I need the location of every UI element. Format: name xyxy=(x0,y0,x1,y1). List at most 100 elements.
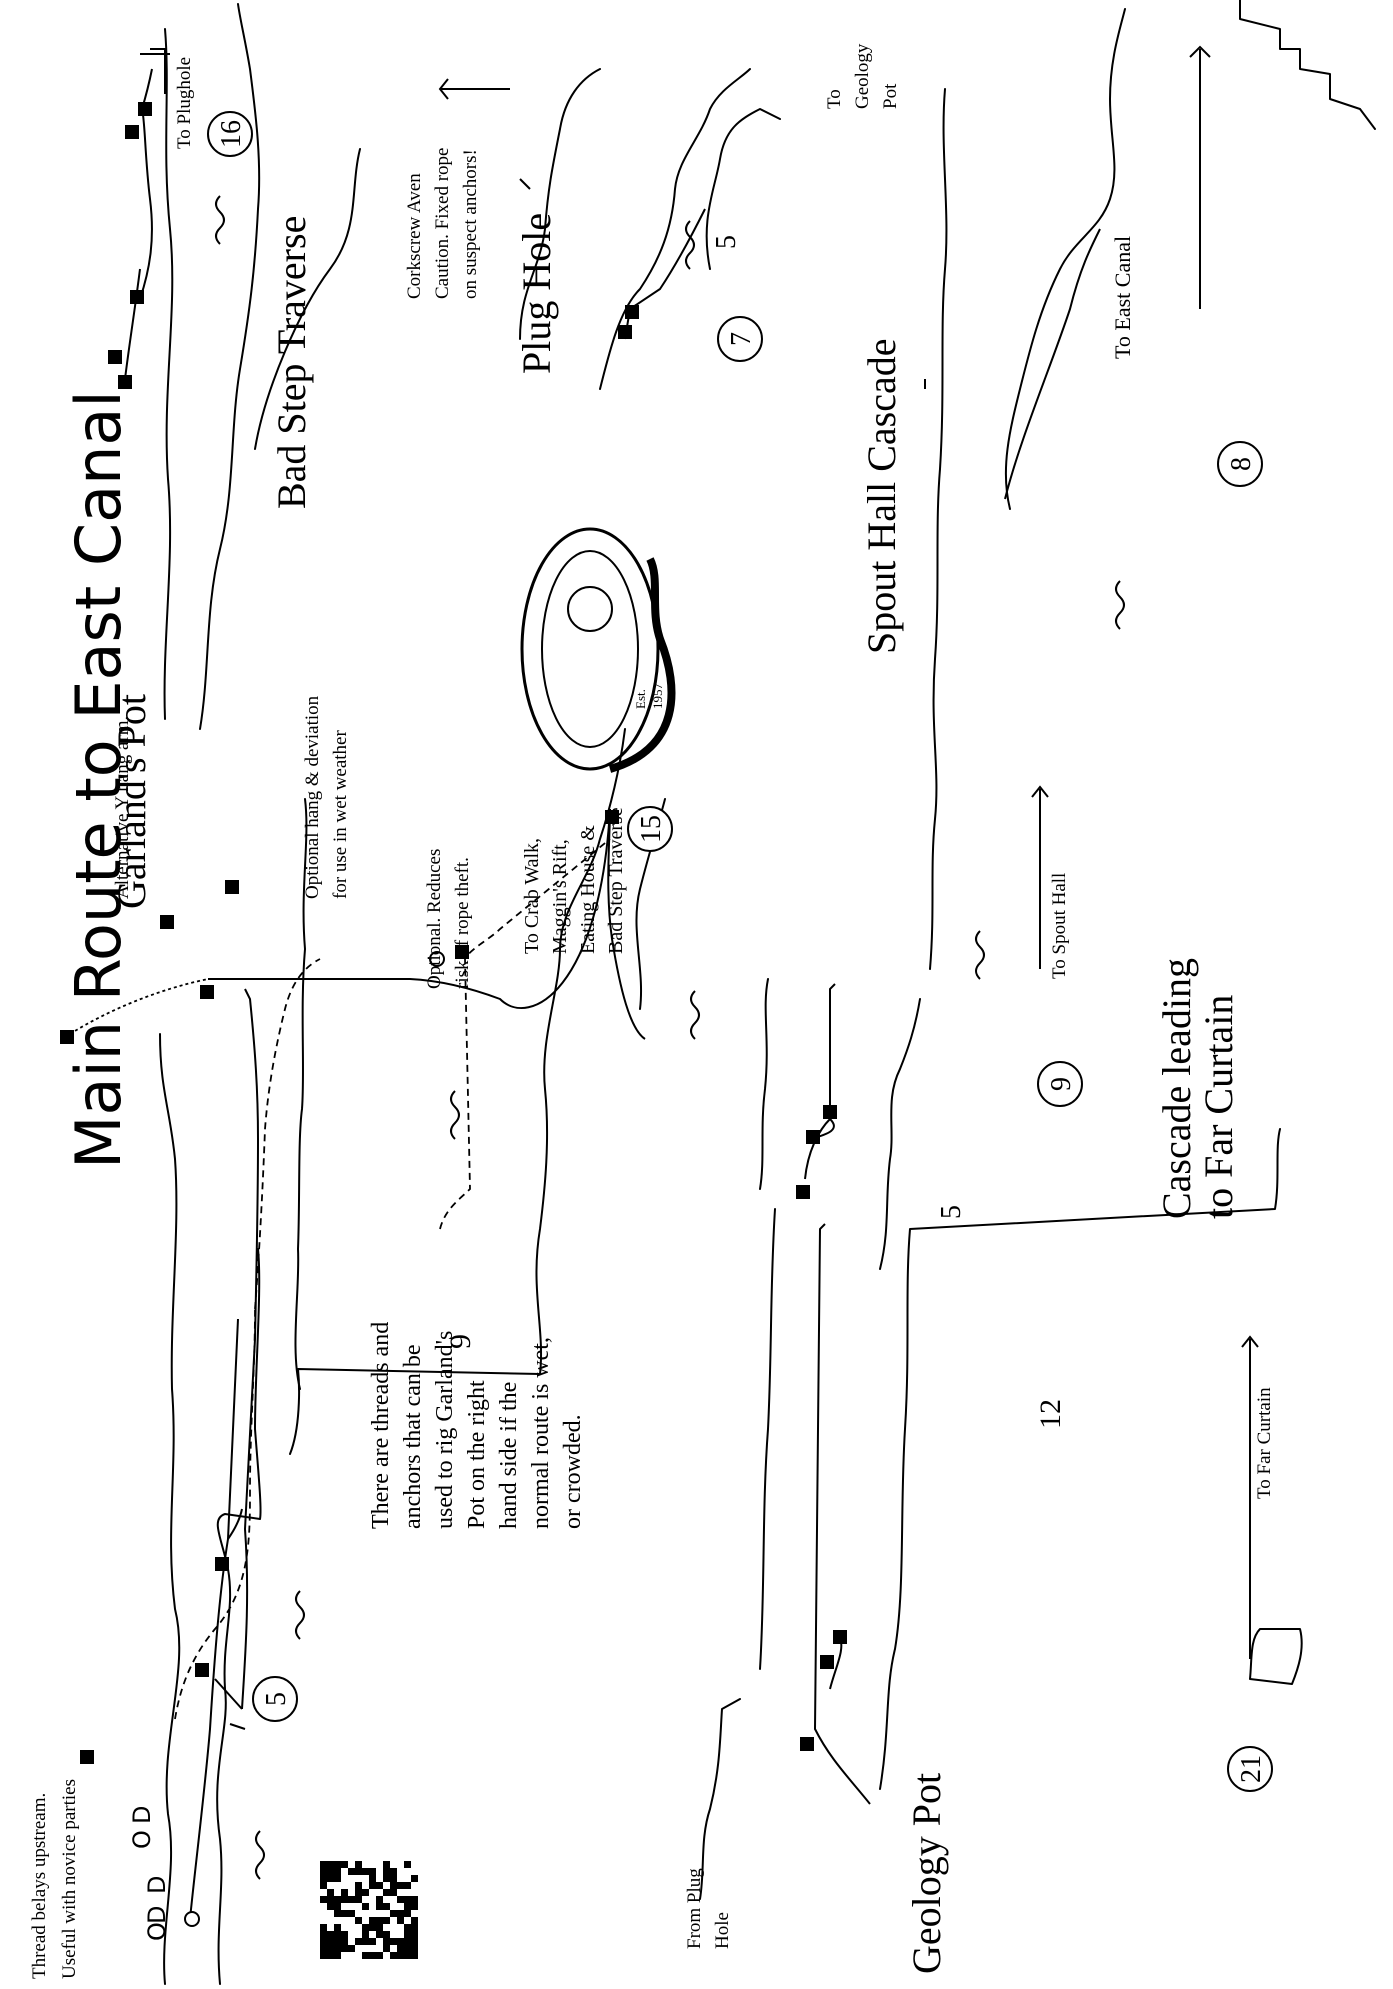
qr-module xyxy=(411,1938,418,1945)
rope-plughole xyxy=(624,208,706,340)
qr-module xyxy=(390,1868,397,1875)
anchor xyxy=(796,1185,810,1199)
anchor xyxy=(80,1750,94,1764)
crab-line2: Maggin's Rift, xyxy=(549,839,571,954)
anchor xyxy=(195,1663,209,1677)
depth-plughole: 5 xyxy=(711,235,742,249)
pitch-number-15-circle xyxy=(627,806,673,852)
depth-geology: 12 xyxy=(1034,1399,1067,1429)
anchor xyxy=(806,1130,820,1144)
qr-module xyxy=(355,1861,362,1868)
anchor xyxy=(60,1030,74,1044)
depth-garlands: 9 xyxy=(444,1334,477,1349)
anchor xyxy=(160,915,174,929)
water-icon xyxy=(295,1590,305,1640)
qr-module xyxy=(327,1903,334,1910)
water-markers xyxy=(215,195,1125,1880)
threads-info-line: normal route is wet, xyxy=(528,1337,554,1529)
qr-module xyxy=(320,1882,327,1889)
qr-module xyxy=(327,1889,334,1896)
qr-module xyxy=(362,1889,369,1896)
qr-module xyxy=(320,1896,327,1903)
qr-module xyxy=(334,1868,341,1875)
rope-garlands-hang xyxy=(208,808,611,1009)
qr-module xyxy=(404,1945,411,1952)
threads-info-line: used to rig Garland's xyxy=(432,1331,458,1529)
pitch-number-spout-circle xyxy=(1217,441,1263,487)
qr-module xyxy=(411,1945,418,1952)
wall-plughole-lower xyxy=(599,68,751,390)
qr-module xyxy=(320,1931,327,1938)
qr-module xyxy=(327,1896,334,1903)
water-icon xyxy=(685,220,695,270)
qr-module xyxy=(383,1938,390,1945)
wall-spout-steps xyxy=(1239,0,1376,130)
qr-module xyxy=(383,1903,390,1910)
water-icon xyxy=(1115,580,1125,630)
to-geology-line2: Geology xyxy=(852,43,873,109)
cascade-title-line1: Cascade leading xyxy=(1154,958,1199,1219)
qr-module xyxy=(411,1896,418,1903)
qr-module xyxy=(327,1931,334,1938)
wall-cascade-lower xyxy=(879,998,921,1270)
rope-cascade xyxy=(804,983,836,1180)
qr-module xyxy=(369,1868,376,1875)
qr-module xyxy=(334,1896,341,1903)
pitch-number-cascade: 9 xyxy=(1046,1077,1077,1091)
qr-module xyxy=(320,1938,327,1945)
qr-module xyxy=(341,1945,348,1952)
qr-module xyxy=(369,1924,376,1931)
qr-module xyxy=(397,1938,404,1945)
qr-module xyxy=(320,1868,327,1875)
qr-module xyxy=(355,1917,362,1924)
pitch-number-plughole: 7 xyxy=(726,332,757,346)
qr-module xyxy=(334,1910,341,1917)
rope-geology xyxy=(813,1223,871,1805)
pitch-number-plughole-circle xyxy=(717,316,763,362)
anchor xyxy=(800,1737,814,1751)
qr-module xyxy=(362,1938,369,1945)
qr-module xyxy=(376,1896,383,1903)
geology-pot-title: Geology Pot xyxy=(904,1773,949,1974)
d-mark: D xyxy=(143,1906,171,1924)
wall-spout-lower xyxy=(1004,8,1126,510)
qr-module xyxy=(404,1938,411,1945)
rope-spout xyxy=(1004,228,1101,500)
qr-module xyxy=(383,1889,390,1896)
qr-module xyxy=(397,1952,404,1959)
pitch-number-spout: 8 xyxy=(1226,457,1257,471)
qr-module xyxy=(334,1903,341,1910)
rope-garlands-drop xyxy=(227,1508,243,1540)
bad-step-traverse-title: Bad Step Traverse xyxy=(269,216,314,509)
qr-module xyxy=(348,1945,355,1952)
thread-anchor xyxy=(429,951,445,967)
qr-module xyxy=(376,1917,383,1924)
qr-module xyxy=(411,1917,418,1924)
wall-geology-box xyxy=(1249,1628,1303,1685)
qr-module xyxy=(334,1938,341,1945)
pitch-number-16: 16 xyxy=(216,120,247,148)
corkscrew-line1: Corkscrew Aven xyxy=(404,173,425,299)
qr-module xyxy=(404,1910,411,1917)
qr-module xyxy=(369,1875,376,1882)
qr-module xyxy=(362,1868,369,1875)
alt-y-note: Alternative Y hang arm. xyxy=(112,716,133,899)
crab-line4: Bad Step Traverse xyxy=(605,807,627,954)
garlands-pot-title: Garland's Pot xyxy=(109,694,154,909)
qr-module xyxy=(369,1952,376,1959)
anchor xyxy=(820,1655,834,1669)
arrowhead xyxy=(438,78,449,100)
optional-hang-line1: Optional hang & deviation xyxy=(302,695,323,899)
d-mark: D xyxy=(143,1876,171,1894)
spout-hall-cascade-title: Spout Hall Cascade xyxy=(859,339,904,655)
qr-module xyxy=(355,1868,362,1875)
anchor xyxy=(605,810,619,824)
qr-module xyxy=(411,1952,418,1959)
arrowhead xyxy=(1241,1335,1259,1348)
qr-module xyxy=(355,1882,362,1889)
pitch-number-garlands: 5 xyxy=(261,1692,292,1706)
rope-y-arm-right xyxy=(214,1678,243,1710)
qr-module xyxy=(334,1931,341,1938)
